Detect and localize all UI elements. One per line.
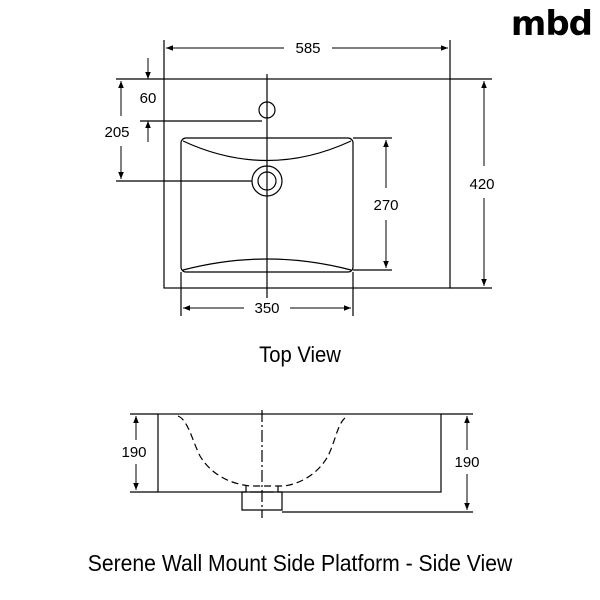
side-view [130, 410, 473, 518]
dim-side-left-label: 190 [121, 444, 146, 461]
dim-tap-offset-label: 60 [140, 90, 157, 107]
side-profile [157, 413, 442, 493]
top-view [116, 40, 492, 316]
basin-outline [163, 78, 451, 289]
waste-fitting [241, 486, 283, 511]
top-view-caption: Top View [259, 342, 341, 367]
dim-bowl-width-label: 350 [254, 300, 279, 317]
dim-depth-label: 420 [469, 176, 494, 193]
dim-waste-offset-label: 205 [104, 124, 129, 141]
mbd-logo: mbd [510, 4, 593, 44]
dim-bowl-depth-label: 270 [373, 197, 398, 214]
dim-side-right-label: 190 [454, 454, 479, 471]
side-view-caption: Serene Wall Mount Side Platform - Side V… [87, 550, 513, 576]
dim-width-label: 585 [295, 40, 320, 57]
bowl-hidden-profile [177, 415, 349, 487]
